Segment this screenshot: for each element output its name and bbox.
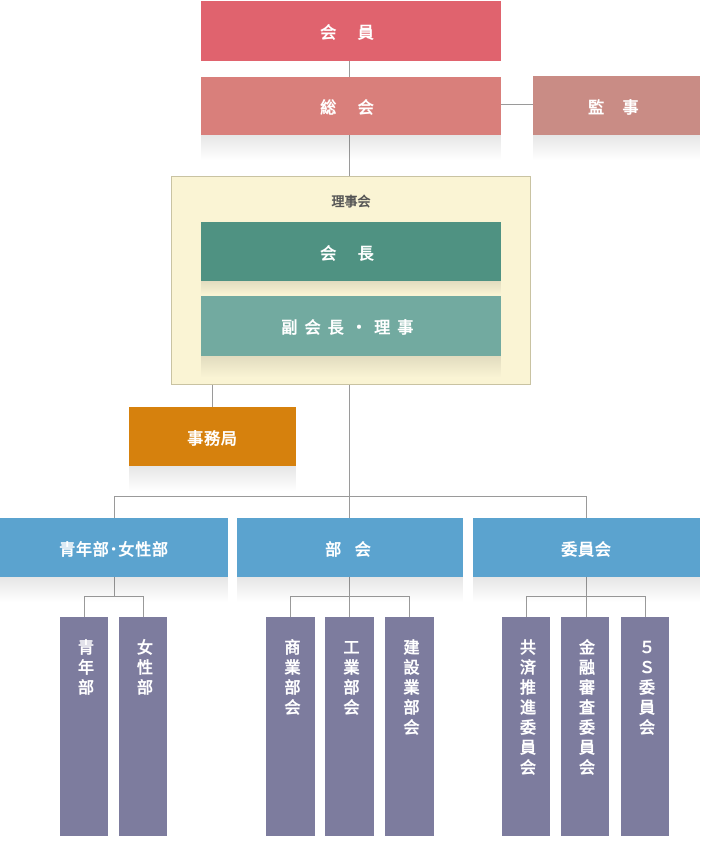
- president-box: 会 長: [201, 222, 501, 281]
- auditors-box: 監 事: [533, 76, 700, 135]
- members-box: 会 員: [201, 1, 501, 61]
- unit-label: 工業部会: [340, 639, 360, 719]
- connector-board-secretariat: [212, 385, 213, 407]
- connector-committees-unit1: [526, 596, 527, 617]
- connector-committees-unit3: [645, 596, 646, 617]
- connector-divisions-horizontal: [114, 496, 586, 497]
- connector-assembly-board: [349, 135, 350, 176]
- secretariat-box: 事務局: [129, 407, 296, 466]
- bukai-shadow: [237, 577, 463, 603]
- president-shadow: [201, 281, 501, 295]
- committees-shadow: [473, 577, 700, 603]
- connector-committees-horizontal: [526, 596, 645, 597]
- vp-directors-box: 副会長・理事: [201, 296, 501, 356]
- unit-label: 建設業部会: [400, 639, 420, 739]
- connector-committees-drop: [586, 496, 587, 518]
- unit-women: 女性部: [119, 617, 167, 836]
- youth-women-shadow: [0, 577, 228, 603]
- connector-youth-drop: [114, 496, 115, 518]
- secretariat-shadow: [129, 466, 296, 492]
- unit-label: 金融審査委員会: [576, 639, 595, 779]
- unit-mutual-aid: 共済推進委員会: [502, 617, 550, 836]
- assembly-shadow: [201, 135, 501, 161]
- unit-youth: 青年部: [60, 617, 108, 836]
- connector-bukai-stem: [349, 577, 350, 617]
- youth-women-division-box: 青年部･女性部: [0, 518, 228, 577]
- connector-youth-unit1: [84, 596, 85, 617]
- connector-bukai-unit3: [409, 596, 410, 617]
- unit-5s-committee: ５Ｓ委員会: [621, 617, 669, 836]
- unit-label: 共済推進委員会: [517, 639, 536, 779]
- committees-division-box: 委員会: [473, 518, 700, 577]
- connector-youth-stem: [114, 577, 115, 596]
- connector-assembly-auditors: [501, 104, 533, 105]
- unit-construction: 建設業部会: [385, 617, 434, 836]
- general-assembly-box: 総 会: [201, 77, 501, 135]
- connector-board-divisions: [349, 385, 350, 518]
- connector-bukai-unit1: [290, 596, 291, 617]
- auditors-shadow: [533, 135, 700, 161]
- connector-bukai-horizontal: [290, 596, 409, 597]
- unit-industry: 工業部会: [325, 617, 374, 836]
- unit-commerce: 商業部会: [266, 617, 315, 836]
- unit-label: ５Ｓ委員会: [636, 639, 655, 739]
- vp-directors-shadow: [201, 356, 501, 378]
- unit-label: 商業部会: [281, 639, 301, 719]
- bukai-division-box: 部 会: [237, 518, 463, 577]
- board-title: 理事会: [331, 195, 371, 210]
- connector-members-assembly: [349, 61, 350, 77]
- unit-finance-review: 金融審査委員会: [561, 617, 609, 836]
- connector-youth-horizontal: [84, 596, 143, 597]
- connector-youth-unit2: [143, 596, 144, 617]
- unit-label: 女性部: [134, 639, 153, 699]
- connector-committees-stem: [586, 577, 587, 617]
- unit-label: 青年部: [75, 639, 94, 699]
